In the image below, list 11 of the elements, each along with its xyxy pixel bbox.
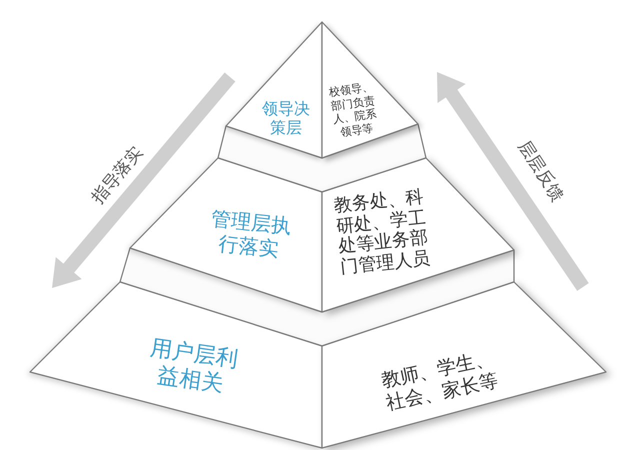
layer-title: 管理层执行落实 [209,206,294,262]
layer-description: 教师、学生、社会、家长等 [378,348,502,416]
layer-title: 用户层利益相关 [148,336,240,400]
arrow-label: 层层反馈 [514,136,568,206]
pyramid-face [225,21,323,159]
layer-description: 校领导、部门负责人、院系领导等 [327,81,378,141]
arrow-label: 指导落实 [86,142,148,208]
layer-description: 教务处、科研处、学工处等业务部门管理人员 [332,186,432,278]
layer-title: 领导决策层 [261,98,311,138]
pyramid-face [321,281,607,449]
pyramid-face [29,281,323,449]
